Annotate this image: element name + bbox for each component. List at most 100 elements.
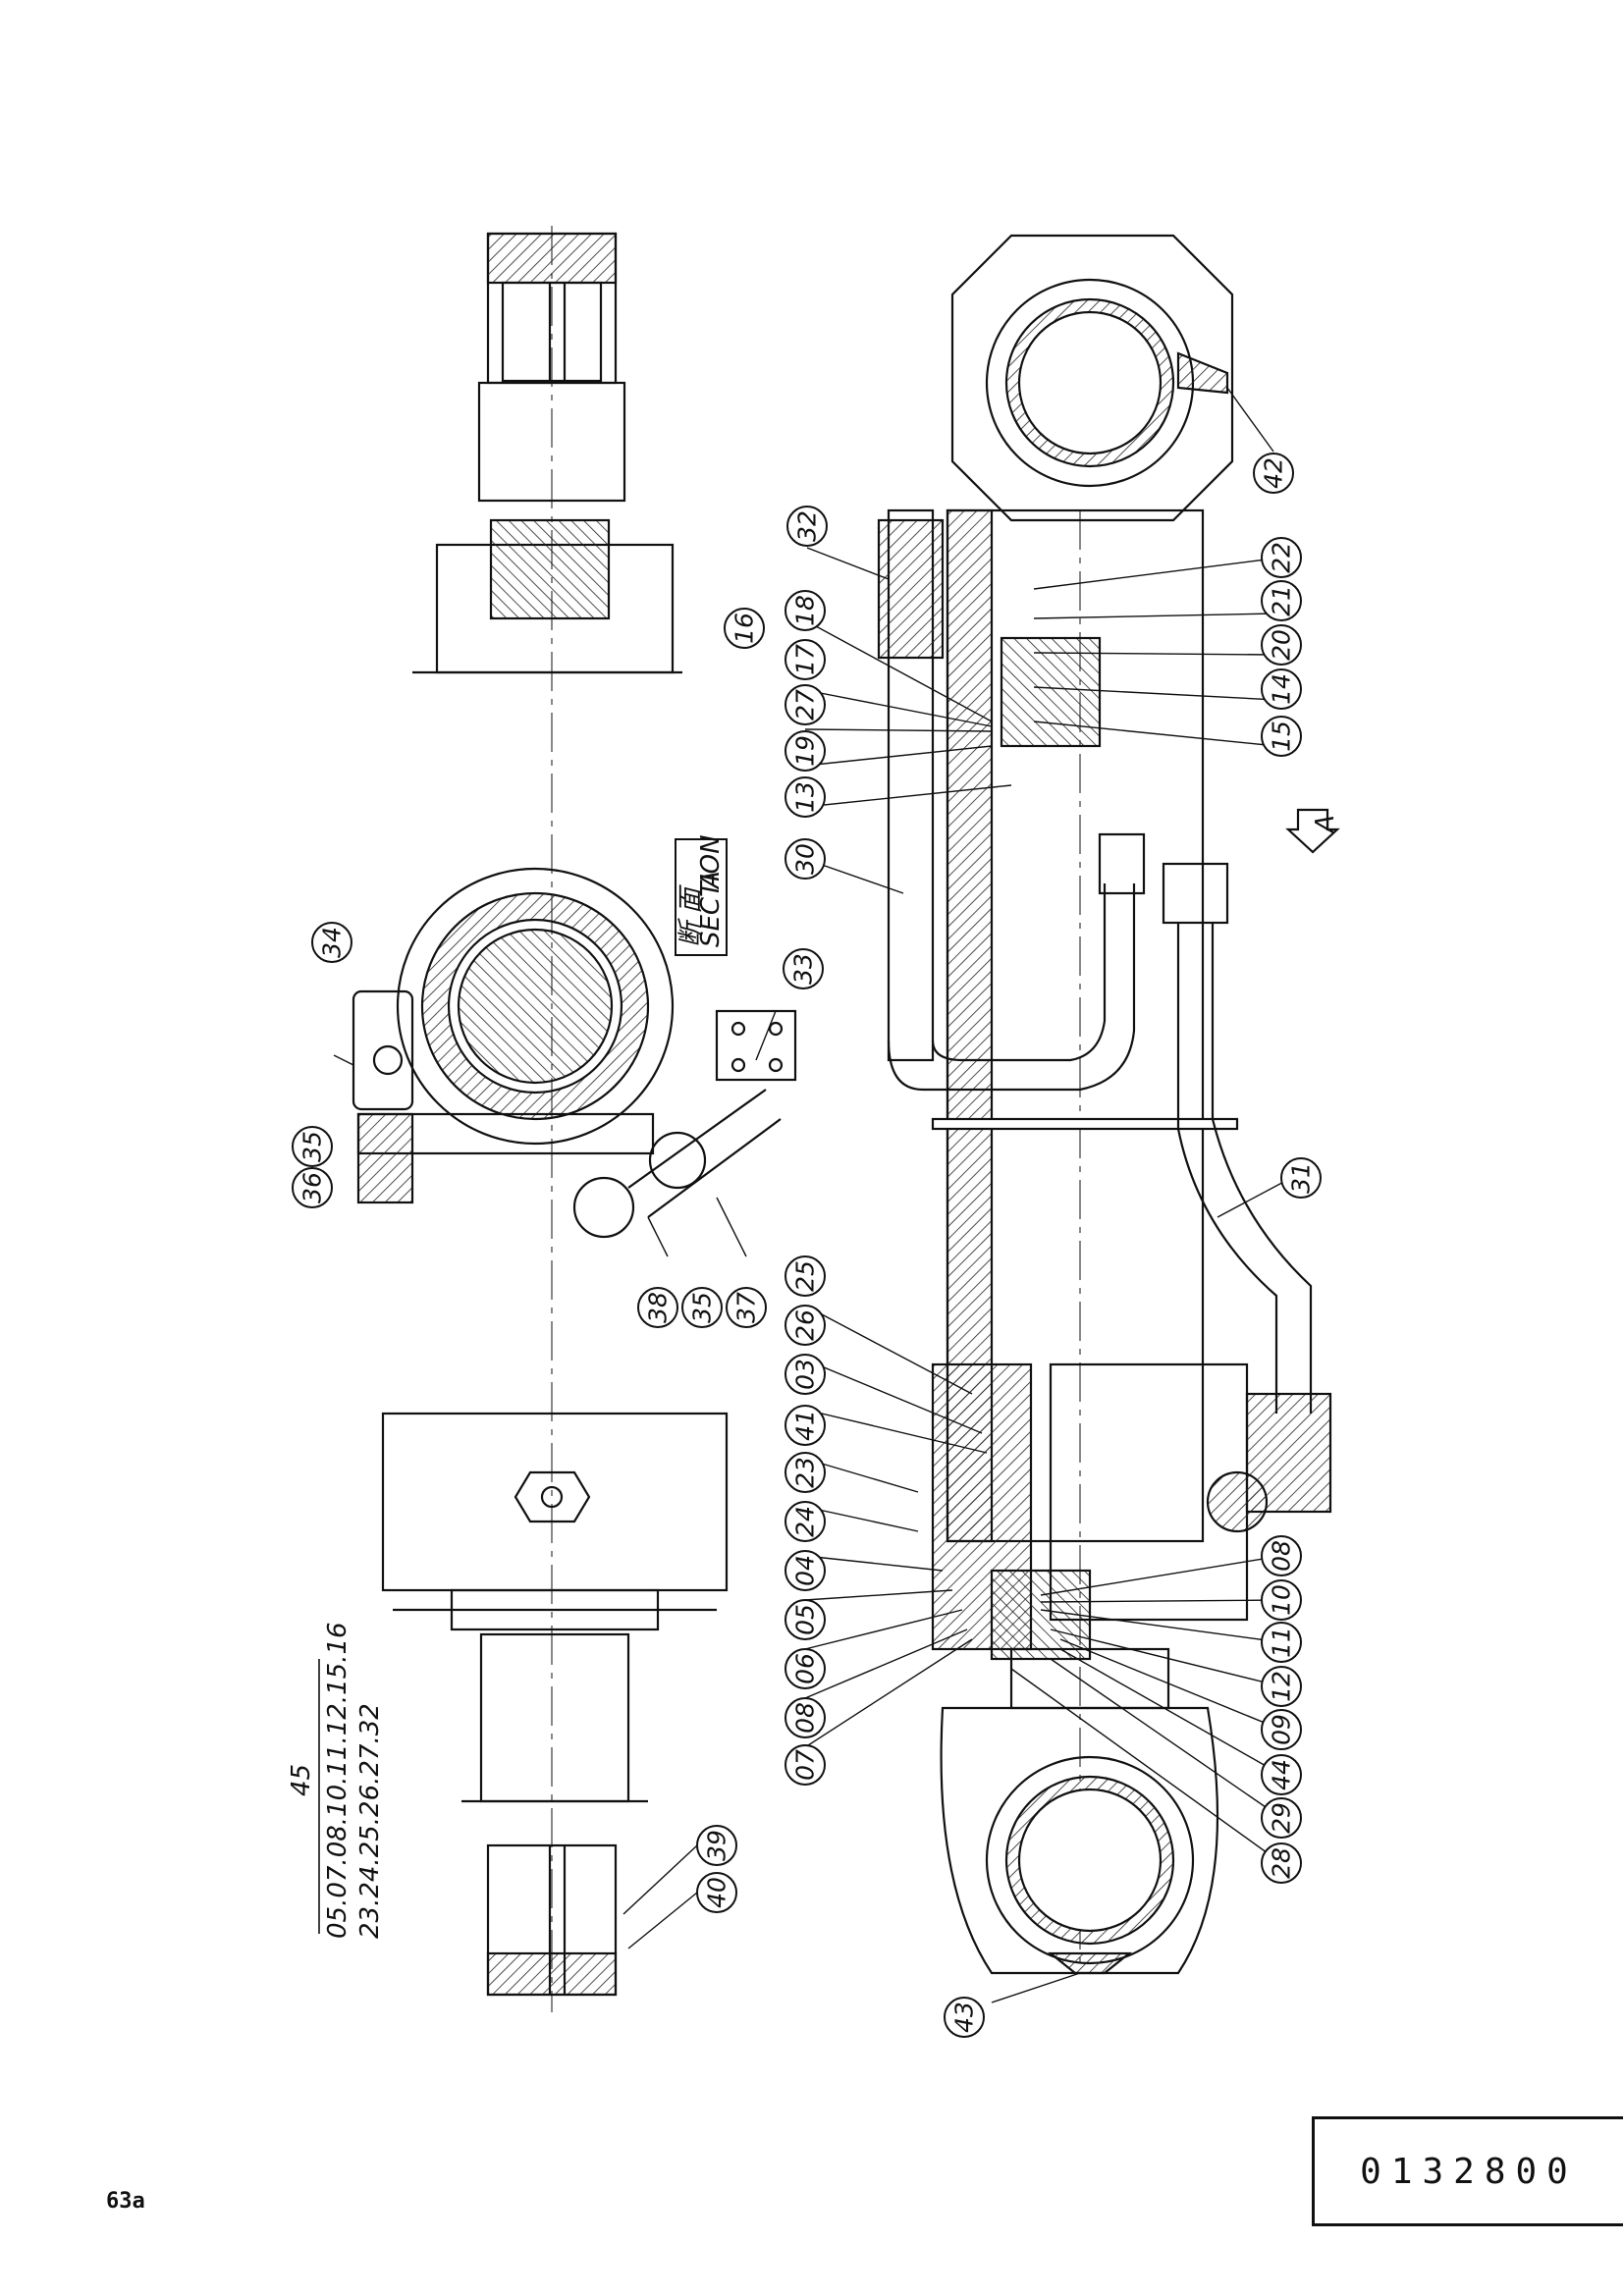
balloon-circle: [292, 1167, 333, 1208]
balloon-label: 39: [703, 1830, 731, 1861]
balloon-label: 21: [1268, 585, 1296, 616]
balloon-circle: [784, 639, 826, 680]
balloon-label: 29: [1268, 1802, 1296, 1834]
balloon-label: 30: [791, 843, 820, 875]
balloon-10: 10: [1261, 1579, 1302, 1621]
balloon-circle: [696, 1825, 737, 1866]
balloon-circle: [784, 1697, 826, 1738]
balloon-circle: [1261, 1842, 1302, 1884]
balloon-circle: [724, 608, 765, 649]
view-arrow-label: A: [1311, 815, 1340, 834]
cylinder-tube: [931, 508, 1239, 1963]
balloon-label: 14: [1268, 673, 1296, 705]
balloon-label: 35: [298, 1131, 327, 1162]
rod-head-section: [931, 1362, 1269, 1661]
balloon-17: 17: [784, 639, 826, 680]
balloon-label: 22: [1268, 542, 1296, 573]
balloon-circle: [784, 1550, 826, 1591]
balloon-circle: [784, 1305, 826, 1346]
balloon-label: 19: [791, 735, 820, 767]
balloon-label: 27: [791, 689, 820, 721]
balloon-circle: [637, 1287, 678, 1328]
balloon-15: 15: [1261, 716, 1302, 757]
balloon-29: 29: [1261, 1797, 1302, 1839]
balloon-label: 32: [793, 510, 822, 542]
balloon-25: 25: [784, 1255, 826, 1297]
balloon-label: 25: [791, 1260, 820, 1292]
balloon-label: 17: [791, 644, 820, 675]
balloon-circle: [1261, 1579, 1302, 1621]
balloon-label: 09: [1268, 1714, 1296, 1745]
balloon-14: 14: [1261, 668, 1302, 710]
balloon-label: 05: [791, 1604, 820, 1635]
balloon-04: 04: [784, 1550, 826, 1591]
top-end-view: [412, 232, 682, 674]
balloon-32: 32: [786, 506, 828, 547]
balloon-label: 03: [791, 1359, 820, 1390]
balloon-circle: [311, 922, 352, 963]
balloon-39: 39: [696, 1825, 737, 1866]
balloon-label: 33: [789, 953, 818, 985]
middle-end-view: [381, 1412, 729, 1631]
upper-clevis: [950, 234, 1234, 522]
balloon-06: 06: [784, 1648, 826, 1689]
balloon-circle: [1261, 537, 1302, 578]
balloon-circle: [1253, 453, 1294, 494]
bottom-end-view: [461, 1632, 648, 1997]
balloon-label: 35: [688, 1292, 717, 1323]
balloon-label: 08: [791, 1702, 820, 1734]
view-a-arrow: [1285, 808, 1340, 854]
balloon-08: 08: [1261, 1535, 1302, 1576]
balloon-label: 13: [791, 781, 820, 813]
balloon-27: 27: [784, 684, 826, 725]
balloon-label: 08: [1268, 1540, 1296, 1572]
balloon-40: 40: [696, 1872, 737, 1913]
balloon-18: 18: [784, 590, 826, 631]
balloon-21: 21: [1261, 580, 1302, 621]
balloon-label: 24: [791, 1506, 820, 1537]
balloon-circle: [696, 1872, 737, 1913]
assembly-note-line2: 23.24.25.26.27.32: [355, 1703, 385, 1939]
balloon-34: 34: [311, 922, 352, 963]
document-code-box: 0132800: [1312, 2116, 1623, 2226]
balloon-circle: [784, 838, 826, 880]
balloon-circle: [1261, 1754, 1302, 1795]
balloon-label: 31: [1287, 1162, 1316, 1194]
balloon-16: 16: [724, 608, 765, 649]
balloon-label: 18: [791, 595, 820, 626]
balloon-circle: [784, 590, 826, 631]
balloon-circle: [1261, 1666, 1302, 1707]
balloon-label: 20: [1268, 629, 1296, 661]
balloon-13: 13: [784, 776, 826, 818]
balloon-circle: [1280, 1157, 1322, 1199]
balloon-circle: [784, 730, 826, 772]
balloon-42: 42: [1253, 453, 1294, 494]
balloon-circle: [784, 1354, 826, 1395]
leader-lines: [333, 387, 1292, 2003]
balloon-41: 41: [784, 1405, 826, 1446]
balloon-circle: [784, 1599, 826, 1640]
balloon-35: 35: [681, 1287, 723, 1328]
balloon-circle: [1261, 1622, 1302, 1663]
assembly-note-number: 45: [287, 1764, 316, 1796]
balloon-circle: [784, 1648, 826, 1689]
balloon-circle: [1261, 668, 1302, 710]
balloon-circle: [1261, 1797, 1302, 1839]
balloon-label: 44: [1268, 1759, 1296, 1790]
balloon-circle: [786, 506, 828, 547]
balloon-circle: [1261, 716, 1302, 757]
section-word: SECTION: [696, 834, 726, 947]
tube-line-30: [877, 508, 1146, 1092]
section-kanji: 断 面: [676, 884, 706, 947]
balloon-label: 07: [791, 1749, 820, 1781]
balloon-circle: [784, 776, 826, 818]
balloon-label: 37: [732, 1292, 761, 1323]
balloon-44: 44: [1261, 1754, 1302, 1795]
balloon-05: 05: [784, 1599, 826, 1640]
balloon-label: 28: [1268, 1847, 1296, 1879]
balloon-08: 08: [784, 1697, 826, 1738]
lower-clevis: [940, 1647, 1219, 1975]
balloon-28: 28: [1261, 1842, 1302, 1884]
